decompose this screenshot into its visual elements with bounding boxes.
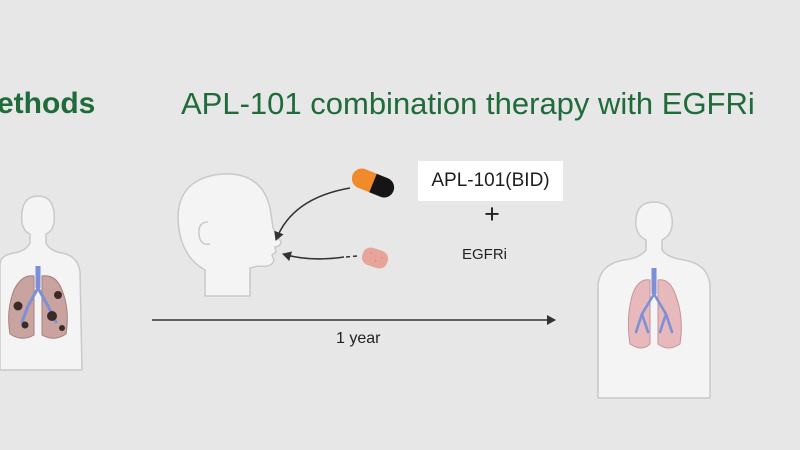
healthy-left-lung xyxy=(627,279,651,349)
capsule-orange-half xyxy=(351,168,377,193)
tablet-to-mouth-arrow xyxy=(345,255,358,258)
healthy-trachea xyxy=(651,268,657,294)
diseased-right-lung xyxy=(41,275,68,339)
diseased-patient-body xyxy=(0,195,83,371)
egfri-label: EGFRi xyxy=(462,246,507,263)
diseased-patient-icon xyxy=(0,195,83,371)
head-outline xyxy=(177,173,282,297)
healthy-patient-body xyxy=(597,201,711,399)
lesion xyxy=(21,321,29,329)
section-label: ethods xyxy=(0,87,96,120)
plus-sign: + xyxy=(484,199,500,229)
diseased-bronchi xyxy=(20,286,58,324)
duration-label: 1 year xyxy=(336,330,381,347)
tablet-to-mouth-arrow xyxy=(282,251,345,262)
apl101-label: APL-101(BID) xyxy=(431,170,550,191)
diseased-trachea xyxy=(35,266,41,288)
lesion xyxy=(13,301,23,311)
healthy-patient-icon xyxy=(597,201,711,399)
healthy-right-lung xyxy=(657,279,682,349)
capsule-black-half xyxy=(369,173,395,198)
lesion xyxy=(47,311,57,321)
head-profile-icon xyxy=(177,173,282,297)
capsule-icon xyxy=(351,168,395,198)
ear xyxy=(198,221,211,246)
healthy-bronchi xyxy=(634,292,674,334)
capsule-to-mouth-arrow xyxy=(274,187,351,241)
slide-title: APL-101 combination therapy with EGFRi xyxy=(181,86,755,121)
lesion xyxy=(59,325,65,331)
lesion xyxy=(54,291,62,299)
apl101-label-box: APL-101(BID) xyxy=(418,161,563,201)
tablet-icon xyxy=(361,247,389,269)
